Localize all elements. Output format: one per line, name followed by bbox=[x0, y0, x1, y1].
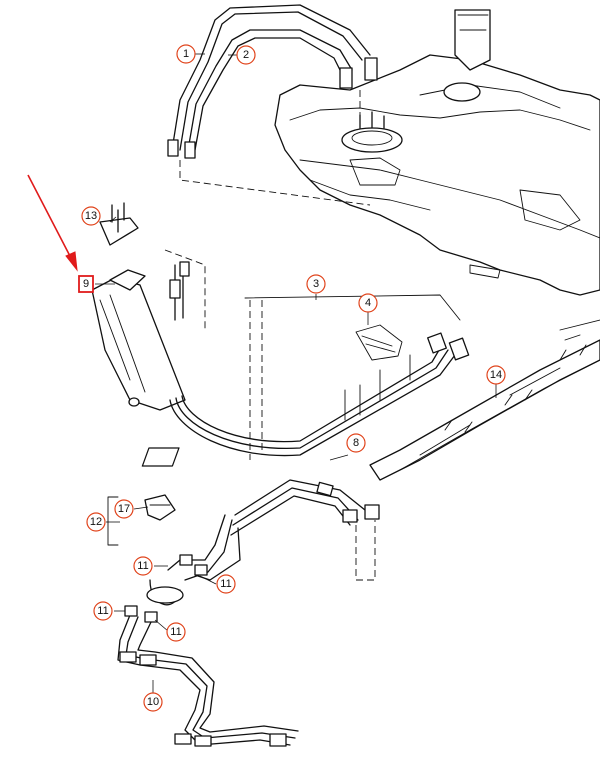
svg-text:8: 8 bbox=[353, 437, 359, 449]
svg-text:11: 11 bbox=[137, 560, 148, 572]
fuel-tank bbox=[274, 9, 600, 296]
callout-14[interactable]: 14 bbox=[486, 365, 506, 385]
svg-text:2: 2 bbox=[243, 49, 249, 61]
svg-text:4: 4 bbox=[365, 297, 371, 309]
callout-8[interactable]: 8 bbox=[346, 433, 366, 453]
callout-3[interactable]: 3 bbox=[306, 274, 326, 294]
callout-13[interactable]: 13 bbox=[81, 206, 101, 226]
svg-text:13: 13 bbox=[85, 210, 97, 222]
highlight-arrow bbox=[27, 174, 78, 272]
svg-text:10: 10 bbox=[147, 696, 159, 708]
svg-text:9: 9 bbox=[83, 278, 89, 290]
svg-text:14: 14 bbox=[490, 369, 502, 381]
callout-11-b[interactable]: 11 bbox=[216, 574, 236, 594]
callout-12[interactable]: 12 bbox=[86, 512, 106, 532]
leader-lines bbox=[95, 53, 497, 693]
callout-2[interactable]: 2 bbox=[236, 45, 256, 65]
callout-10[interactable]: 10 bbox=[143, 692, 163, 712]
svg-text:11: 11 bbox=[220, 578, 231, 590]
svg-text:17: 17 bbox=[118, 503, 130, 515]
callout-17[interactable]: 17 bbox=[114, 499, 134, 519]
svg-text:11: 11 bbox=[170, 626, 181, 638]
callout-1[interactable]: 1 bbox=[176, 44, 196, 64]
svg-text:11: 11 bbox=[97, 605, 108, 617]
callout-11-a[interactable]: 11 bbox=[133, 556, 153, 576]
svg-text:12: 12 bbox=[90, 516, 102, 528]
callout-11-d[interactable]: 11 bbox=[166, 622, 186, 642]
svg-text:3: 3 bbox=[313, 278, 319, 290]
filter-bracket-assembly bbox=[91, 202, 206, 411]
callout-4[interactable]: 4 bbox=[358, 293, 378, 313]
callout-9[interactable]: 9 bbox=[78, 275, 94, 293]
svg-text:1: 1 bbox=[183, 48, 189, 60]
center-lines bbox=[141, 294, 470, 467]
fuel-lines-top bbox=[167, 4, 378, 206]
side-rail bbox=[369, 319, 600, 481]
bottom-lines bbox=[107, 479, 380, 747]
callout-11-c[interactable]: 11 bbox=[93, 601, 113, 621]
